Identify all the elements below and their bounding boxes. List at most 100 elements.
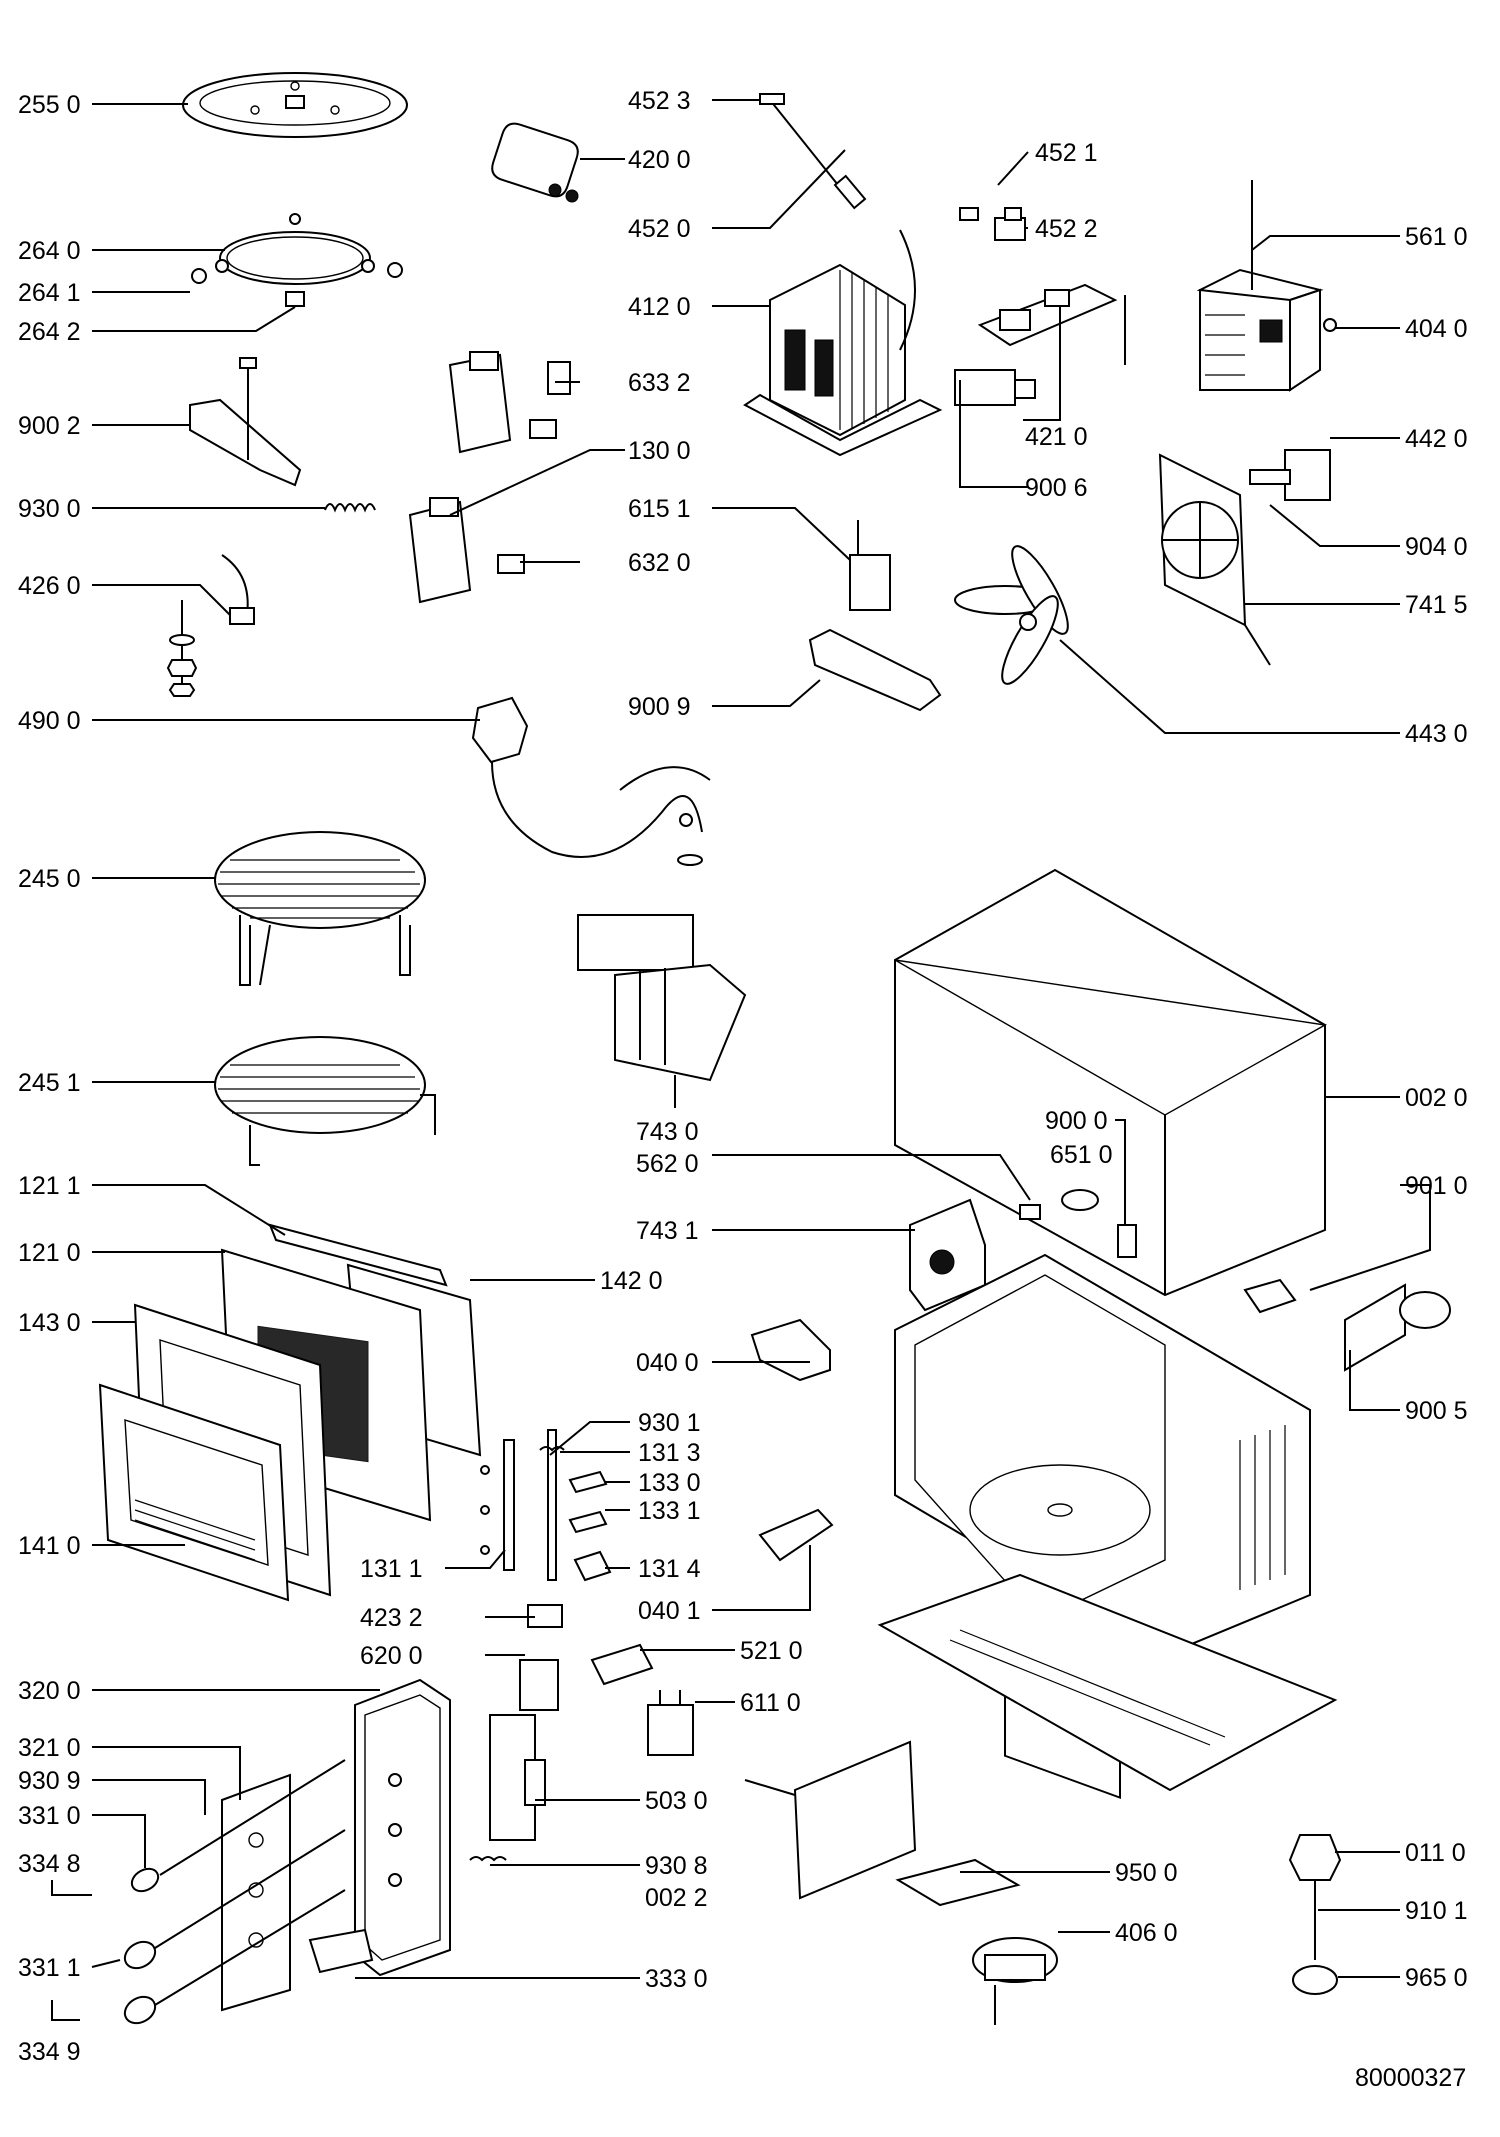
label-620-0: 620 0 (360, 1642, 423, 1670)
label-900-6: 900 6 (1025, 474, 1088, 502)
label-142-0: 142 0 (600, 1267, 663, 1295)
label-141-0: 141 0 (18, 1532, 81, 1560)
label-245-1: 245 1 (18, 1069, 81, 1097)
label-615-1: 615 1 (628, 495, 691, 523)
fan-assembly-drawing (954, 449, 1331, 685)
fan-blade-drawing (954, 545, 1069, 685)
label-255-0: 255 0 (18, 91, 81, 119)
label-423-2: 423 2 (360, 1604, 423, 1632)
label-611-0: 611 0 (740, 1689, 801, 1717)
transformer-drawing (743, 229, 943, 457)
pcb-board-drawing (954, 283, 1126, 406)
label-452-0: 452 0 (628, 215, 691, 243)
label-320-0: 320 0 (18, 1677, 81, 1705)
label-900-2: 900 2 (18, 412, 81, 440)
label-334-8: 334 8 (18, 1850, 81, 1878)
label-741-5: 741 5 (1405, 591, 1468, 619)
label-900-0: 900 0 (1045, 1107, 1108, 1135)
turntable-plate-drawing (182, 72, 408, 138)
label-011-0: 011 0 (1405, 1839, 1466, 1867)
label-002-0: 002 0 (1405, 1084, 1468, 1112)
label-331-1: 331 1 (18, 1954, 81, 1982)
door-assembly-drawing (98, 1223, 482, 1602)
label-420-0: 420 0 (628, 146, 691, 174)
label-143-0: 143 0 (18, 1309, 81, 1337)
grill-rack-high-drawing (214, 831, 426, 986)
label-633-2: 633 2 (628, 369, 691, 397)
label-264-2: 264 2 (18, 318, 81, 346)
air-duct-drawing (577, 914, 747, 1082)
label-421-0: 421 0 (1025, 423, 1088, 451)
brackets-drawing (750, 1278, 1451, 1562)
outer-cabinet-drawing (894, 868, 1328, 1297)
label-930-8: 930 8 (645, 1852, 708, 1880)
power-cord-drawing (471, 696, 711, 866)
hv-diode-drawing (759, 93, 867, 210)
label-930-1: 930 1 (638, 1409, 701, 1437)
label-632-0: 632 0 (628, 549, 691, 577)
document-number: 80000327 (1355, 2064, 1466, 2092)
label-264-0: 264 0 (18, 237, 81, 265)
label-334-9: 334 9 (18, 2038, 81, 2066)
label-131-1: 131 1 (360, 1555, 423, 1583)
chassis-drawing (877, 1253, 1338, 1800)
label-040-1: 040 1 (638, 1597, 701, 1625)
label-040-0: 040 0 (636, 1349, 699, 1377)
timer-switch-drawing (469, 1604, 563, 1862)
thermal-cutout-drawing (166, 554, 255, 697)
label-442-0: 442 0 (1405, 425, 1468, 453)
label-965-0: 965 0 (1405, 1964, 1468, 1992)
label-121-1: 121 1 (18, 1172, 81, 1200)
label-264-1: 264 1 (18, 279, 81, 307)
roller-ring-drawing (191, 213, 403, 307)
label-404-0: 404 0 (1405, 315, 1468, 343)
label-245-0: 245 0 (18, 865, 81, 893)
label-900-5: 900 5 (1405, 1397, 1468, 1425)
label-131-3: 131 3 (638, 1439, 701, 1467)
cover-950-0-drawing (895, 1858, 1021, 1907)
capacitor-bracket-drawing (808, 520, 942, 712)
part-labels: 255 0 264 0 264 1 264 2 900 2 930 0 426 … (18, 87, 1468, 2092)
label-130-0: 130 0 (628, 437, 691, 465)
top-components-drawing (909, 1189, 1137, 1312)
label-910-1: 910 1 (1405, 1897, 1468, 1925)
label-904-0: 904 0 (1405, 533, 1468, 561)
label-562-0: 562 0 (636, 1150, 699, 1178)
label-901-0: 901 0 (1405, 1172, 1468, 1200)
label-950-0: 950 0 (1115, 1859, 1178, 1887)
label-900-9: 900 9 (628, 693, 691, 721)
bottom-plate-drawing (744, 1740, 917, 1900)
label-406-0: 406 0 (1115, 1919, 1178, 1947)
label-002-2: 002 2 (645, 1884, 708, 1912)
hv-capacitor-drawing (491, 122, 579, 203)
bracket-900-2-drawing (189, 357, 302, 487)
label-521-0: 521 0 (740, 1637, 803, 1665)
label-452-2: 452 2 (1035, 215, 1098, 243)
label-121-0: 121 0 (18, 1239, 81, 1267)
label-452-1: 452 1 (1035, 139, 1098, 167)
label-443-0: 443 0 (1405, 720, 1468, 748)
label-930-0: 930 0 (18, 495, 81, 523)
label-561-0: 561 0 (1405, 223, 1468, 251)
label-743-0: 743 0 (636, 1118, 699, 1146)
label-133-1: 133 1 (638, 1497, 701, 1525)
grill-rack-low-drawing (214, 1036, 436, 1166)
label-331-0: 331 0 (18, 1802, 81, 1830)
spring-930-0-drawing (324, 503, 376, 513)
label-131-4: 131 4 (638, 1555, 701, 1583)
small-electrical-parts-drawing (590, 1643, 694, 1756)
latch-parts-drawing (480, 1429, 612, 1582)
label-412-0: 412 0 (628, 293, 691, 321)
label-426-0: 426 0 (18, 572, 81, 600)
leader-lines (51, 99, 1431, 2021)
turntable-motor-drawing (972, 1937, 1058, 2025)
label-503-0: 503 0 (645, 1787, 708, 1815)
control-panel-drawing (123, 1678, 451, 2025)
label-490-0: 490 0 (18, 707, 81, 735)
label-333-0: 333 0 (645, 1965, 708, 1993)
microswitches-drawing (408, 351, 571, 604)
label-321-0: 321 0 (18, 1734, 81, 1762)
fuse-holder-drawing (959, 207, 1026, 241)
label-651-0: 651 0 (1050, 1141, 1113, 1169)
